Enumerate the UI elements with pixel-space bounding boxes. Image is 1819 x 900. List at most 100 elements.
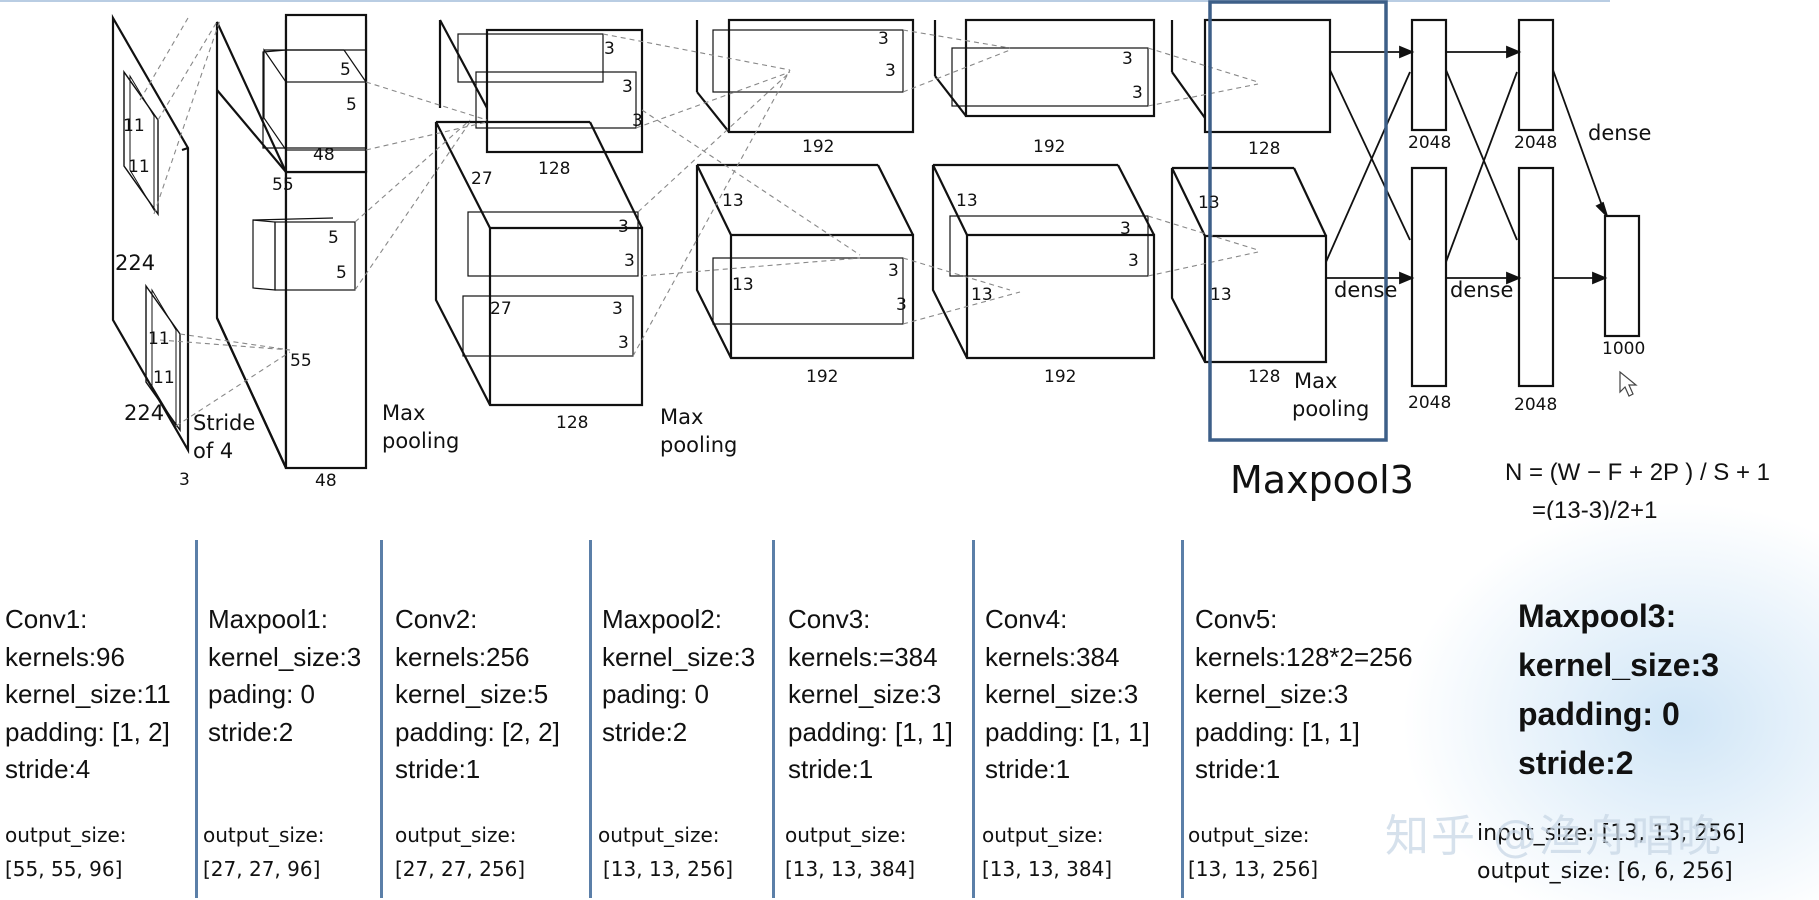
column-separator (195, 540, 198, 898)
kernel-label: 3 (604, 39, 615, 59)
block-line: kernel_size:3 (788, 679, 942, 709)
block-title: Conv4: (985, 604, 1068, 634)
block-title: Conv1: (5, 604, 88, 634)
block-line: stride:2 (1518, 745, 1634, 781)
layer2-depth-top: 128 (538, 159, 570, 179)
kernel-label: 3 (885, 61, 896, 81)
projection-lines (139, 17, 1259, 427)
maxpool3-io: input_size: [13, 13, 256] output_size: [… (1477, 815, 1745, 891)
kernel-label: 11 (153, 368, 175, 388)
layer5-size-label: 13 (1198, 193, 1220, 213)
conv5-block: Conv5: kernels:128*2=256 kernel_size:3 p… (1195, 601, 1413, 789)
layer3-size-label: 13 (722, 191, 744, 211)
output-size-value: [13, 13, 256] (1188, 857, 1319, 881)
block-line: stride:2 (208, 716, 294, 747)
stride-label: Stride (193, 411, 255, 435)
layer1-depth-label: 48 (313, 145, 335, 165)
layer1-size-label: 55 (272, 175, 294, 195)
block-line: kernels:128*2=256 (1195, 641, 1413, 672)
layer3-depth-top: 192 (802, 137, 834, 157)
fc-arrows (1325, 45, 1608, 285)
output-size-label: output_size: (5, 823, 127, 847)
block-title: Maxpool3: (1518, 598, 1677, 634)
kernel-label: 3 (1122, 49, 1133, 69)
conv1-block: Conv1: kernels:96 kernel_size:11 padding… (5, 601, 171, 789)
maxpool3-pool-label: Max (1294, 369, 1337, 393)
layer5-size-label-2: 13 (1210, 285, 1232, 305)
block-line: padding: [1, 1] (1195, 716, 1360, 747)
layer1-size-label-2: 55 (290, 351, 312, 371)
fc-layers (1410, 18, 1641, 388)
block-line: stride:1 (788, 754, 874, 784)
output-size-value: [27, 27, 96] (203, 857, 321, 881)
figure-labels: 224 224 3 11 11 11 11 Stride of 4 55 55 … (115, 29, 1770, 520)
output-size-value: [13, 13, 256] (603, 857, 734, 881)
layer4-depth-top: 192 (1033, 137, 1065, 157)
kernel-label: 5 (336, 263, 347, 283)
maxpool2-label: Max (660, 405, 703, 429)
kernel-label: 3 (1128, 251, 1139, 271)
output-label: 1000 (1602, 339, 1645, 359)
fc2-top-label: 2048 (1514, 133, 1557, 153)
block-line: padding: [1, 2] (5, 716, 170, 747)
output-size-label: output_size: (982, 823, 1104, 847)
input-size-label: 224 (115, 251, 155, 275)
kernel-label: 5 (340, 60, 351, 80)
output-size: output_size: [6, 6, 256] (1477, 859, 1733, 884)
block-line: pading: 0 (602, 679, 709, 709)
block-line: padding: [1, 1] (985, 716, 1150, 747)
kernel-label: 3 (878, 29, 889, 49)
layer2-size-label-2: 27 (490, 299, 512, 319)
kernel-label: 3 (624, 251, 635, 271)
input-depth-label: 3 (179, 470, 190, 490)
layer4-size-label: 13 (956, 191, 978, 211)
output-size-value: [13, 13, 384] (785, 857, 916, 881)
dense-label: dense (1450, 278, 1513, 302)
block-line: kernels:=384 (788, 641, 938, 672)
formula-line-2: =(13-3)/2+1 (1532, 497, 1657, 520)
kernel-label: 3 (888, 261, 899, 281)
layer2-size-label: 27 (471, 169, 493, 189)
column-separator (1181, 540, 1184, 898)
block-line: padding: 0 (1518, 696, 1680, 732)
formula-line-1: N = (W − F + 2P ) / S + 1 (1505, 459, 1770, 486)
block-title: Conv3: (788, 604, 871, 634)
kernel-label: 3 (618, 217, 629, 237)
block-line: stride:1 (1195, 754, 1281, 784)
layer1-volume (215, 13, 368, 470)
maxpool3-highlight-box (1208, 0, 1388, 442)
layer4-size-label-2: 13 (971, 285, 993, 305)
column-separator (589, 540, 592, 898)
kernel-label: 11 (128, 157, 150, 177)
stride-label-2: of 4 (193, 439, 233, 463)
output-size-value: [13, 13, 384] (982, 857, 1113, 881)
input-size: input_size: [13, 13, 256] (1477, 821, 1745, 846)
layer4-depth-bottom: 192 (1044, 367, 1076, 387)
block-line: pading: 0 (208, 679, 315, 709)
maxpool1-label-2: pooling (382, 429, 459, 453)
kernel-label: 3 (622, 77, 633, 97)
layer5-depth-top: 128 (1248, 139, 1280, 159)
block-line: kernel_size:11 (5, 679, 171, 709)
block-line: stride:1 (395, 754, 481, 784)
conv3-block: Conv3: kernels:=384 kernel_size:3 paddin… (788, 601, 953, 789)
watermark: 知乎 @渔舟唱晚 (1385, 811, 1723, 862)
layer1-depth-label-2: 48 (315, 471, 337, 491)
block-title: Conv2: (395, 604, 478, 634)
block-line: kernel_size:5 (395, 679, 549, 709)
block-line: stride:2 (602, 716, 688, 747)
kernel-label: 11 (123, 116, 145, 136)
input-size-label-2: 224 (124, 401, 164, 425)
layer5-volume (1170, 18, 1332, 364)
block-line: stride:4 (5, 754, 91, 784)
dense-label: dense (1588, 121, 1651, 145)
fc1-top-label: 2048 (1408, 133, 1451, 153)
conv4-block: Conv4: kernels:384 kernel_size:3 padding… (985, 601, 1150, 789)
kernel-label: 3 (618, 333, 629, 353)
layer5-depth-bottom: 128 (1248, 367, 1280, 387)
block-line: kernel_size:3 (1195, 679, 1349, 709)
architecture-svg: 224 224 3 11 11 11 11 Stride of 4 55 55 … (111, 0, 1770, 520)
block-title: Conv5: (1195, 604, 1278, 634)
kernel-label: 3 (1132, 83, 1143, 103)
